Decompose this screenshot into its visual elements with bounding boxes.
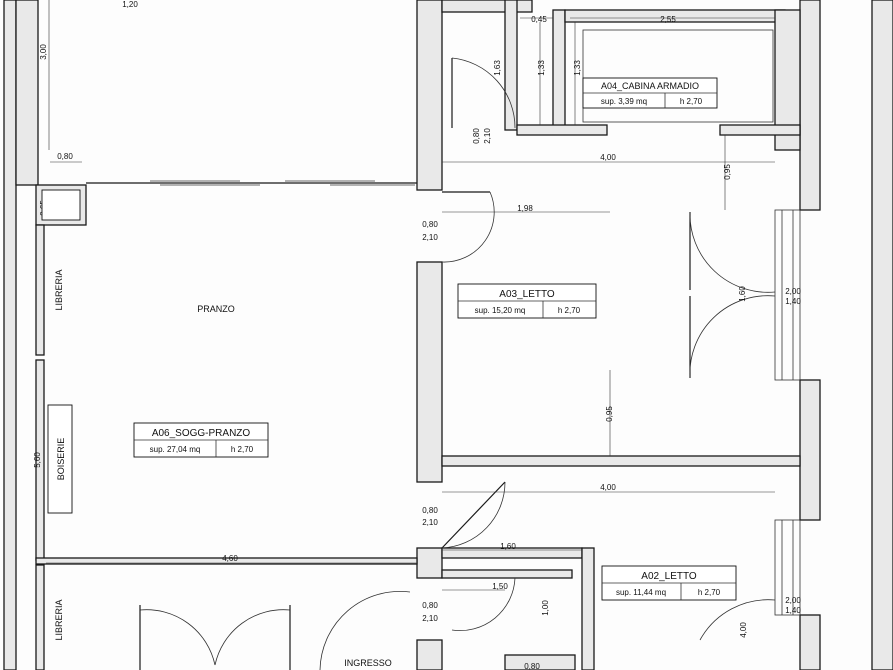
dim-label: 4,00 (739, 622, 748, 638)
dim-label: 2,55 (660, 15, 676, 24)
wall-bath-right (504, 0, 518, 131)
dim-label: 1,40 (785, 606, 801, 615)
dim-label: 1,33 (537, 60, 546, 76)
outer-wall-left (3, 0, 17, 670)
dim-label: 5,60 (33, 452, 42, 468)
dim-label: 4,00 (600, 483, 616, 492)
outer-wall-right-mid (799, 379, 821, 521)
dim-label: 1,60 (738, 286, 747, 302)
wall-libreria-2 (35, 564, 45, 670)
room-box-a06: A06_SOGG-PRANZO sup. 27,04 mq h 2,70 (133, 422, 269, 458)
room-a04-name: A04_CABINA ARMADIO (601, 81, 699, 91)
label-boiserie: BOISERIE (56, 438, 66, 481)
dim-label: 0,80 (472, 128, 481, 144)
room-a02-name: A02_LETTO (641, 571, 697, 582)
boiserie-panel: BOISERIE (47, 404, 73, 514)
dim-label: 4,60 (222, 554, 238, 563)
outer-wall-right-top (799, 0, 821, 211)
dim-label: 0,80 (57, 152, 73, 161)
dim-label: 0,80 (422, 220, 438, 229)
sliding-doors (86, 180, 417, 186)
label-ingresso: INGRESSO (344, 658, 392, 668)
dim-label: 1,20 (122, 0, 138, 9)
outer-wall-right-bottom (799, 614, 821, 670)
dimension-lines (46, 0, 775, 591)
room-labels: PRANZO LIBRERIA LIBRERIA INGRESSO (54, 269, 392, 668)
dim-label: 0,80 (422, 506, 438, 515)
room-a02-area: sup. 11,44 mq (616, 588, 666, 597)
wall-left-upper (15, 0, 39, 186)
dim-label: 4,00 (600, 153, 616, 162)
wall-bath-2-inner (441, 569, 573, 579)
dim-label: 2,10 (422, 233, 438, 242)
wall-wardrobe-bottom-a (516, 124, 608, 136)
room-a03-area: sup. 15,20 mq (475, 306, 526, 315)
central-wall-bottom (416, 639, 443, 670)
doors (139, 57, 776, 670)
room-box-a04: A04_CABINA ARMADIO sup. 3,39 mq h 2,70 (582, 77, 718, 109)
room-a06-height: h 2,70 (231, 445, 254, 454)
label-pranzo: PRANZO (197, 304, 235, 314)
dim-label: 0,80 (422, 601, 438, 610)
room-a06-area: sup. 27,04 mq (150, 445, 201, 454)
room-a06-name: A06_SOGG-PRANZO (152, 428, 251, 439)
room-a04-height: h 2,70 (680, 97, 703, 106)
outer-wall-right-edge (871, 0, 893, 670)
dim-label: 1,60 (500, 542, 516, 551)
dim-label: 2,00 (785, 596, 801, 605)
central-wall-top (416, 0, 443, 191)
central-wall-mid (416, 261, 443, 483)
wall-bath-2-right (581, 547, 595, 670)
pillar-box (41, 189, 81, 221)
dim-label: 1,98 (517, 204, 533, 213)
dim-label: 0,95 (723, 164, 732, 180)
dim-label: 3,00 (39, 44, 48, 60)
dim-label: 2,10 (422, 614, 438, 623)
wall-wardrobe-left (552, 9, 566, 131)
room-box-a02: A02_LETTO sup. 11,44 mq h 2,70 (601, 565, 737, 601)
room-a02-height: h 2,70 (698, 588, 721, 597)
wall-libreria-1 (35, 224, 45, 356)
dim-label: 1,50 (492, 582, 508, 591)
dim-label: 2,00 (785, 287, 801, 296)
dim-label: 0,80 (524, 662, 540, 670)
room-a03-height: h 2,70 (558, 306, 581, 315)
windows (582, 29, 801, 616)
dim-label: 1,40 (785, 297, 801, 306)
walls (3, 0, 893, 670)
boiserie-box (47, 404, 73, 514)
central-wall-low (416, 547, 443, 579)
dim-label: 0,45 (531, 15, 547, 24)
dim-label: 1,33 (573, 60, 582, 76)
dim-label: 2,10 (483, 128, 492, 144)
label-libreria-lower: LIBRERIA (54, 599, 64, 640)
label-libreria-upper: LIBRERIA (54, 269, 64, 310)
wall-bottom-box (504, 654, 576, 670)
dim-label: 1,63 (493, 60, 502, 76)
dim-label: 1,00 (541, 600, 550, 616)
room-box-a03: A03_LETTO sup. 15,20 mq h 2,70 (457, 283, 597, 319)
wall-ingresso-top (35, 557, 418, 565)
dim-label: 0,95 (605, 406, 614, 422)
room-a03-name: A03_LETTO (499, 289, 555, 300)
wall-top-bath (441, 0, 533, 13)
room-a04-area: sup. 3,39 mq (601, 97, 647, 106)
dim-label: 2,10 (422, 518, 438, 527)
wall-wardrobe-bottom-b (719, 124, 801, 136)
wall-bedrooms (441, 455, 801, 467)
